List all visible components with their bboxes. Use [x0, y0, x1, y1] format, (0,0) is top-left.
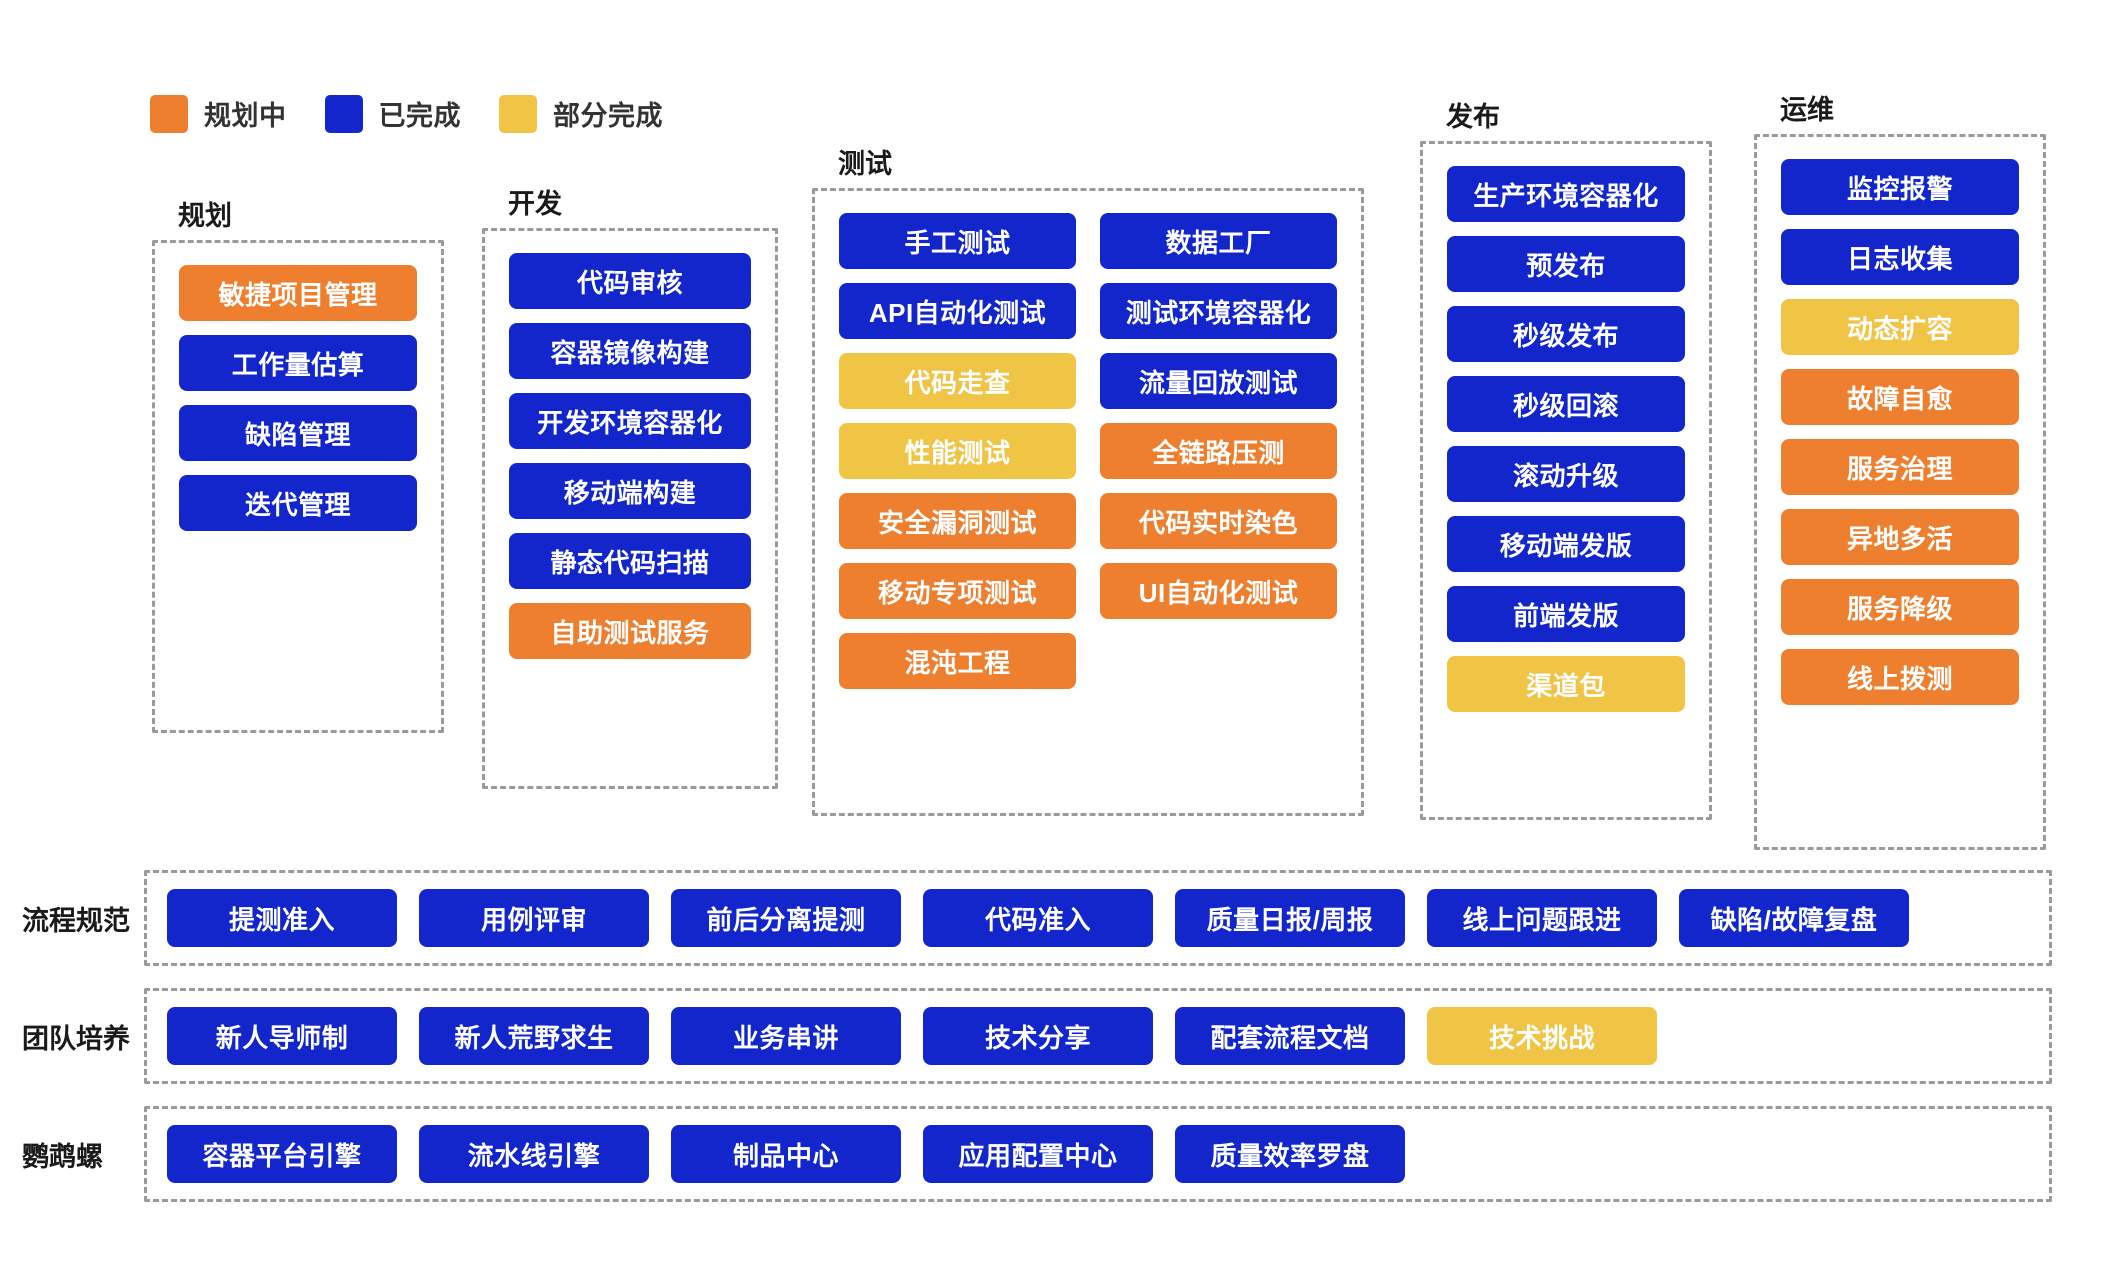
group-title-ops: 运维 — [1770, 88, 1844, 127]
capability-card[interactable]: 工作量估算 — [179, 335, 417, 391]
capability-card[interactable]: API自动化测试 — [839, 283, 1076, 339]
capability-card[interactable]: 用例评审 — [419, 889, 649, 947]
capability-card[interactable]: 生产环境容器化 — [1447, 166, 1685, 222]
row-box-nautilus: 容器平台引擎流水线引擎制品中心应用配置中心质量效率罗盘 — [144, 1106, 2052, 1202]
support-rows: 流程规范提测准入用例评审前后分离提测代码准入质量日报/周报线上问题跟进缺陷/故障… — [0, 870, 2110, 1224]
capability-card[interactable]: 日志收集 — [1781, 229, 2019, 285]
capability-card[interactable]: 容器平台引擎 — [167, 1125, 397, 1183]
capability-card[interactable]: 应用配置中心 — [923, 1125, 1153, 1183]
group-box-ops: 监控报警日志收集动态扩容故障自愈服务治理异地多活服务降级线上拨测 — [1754, 134, 2046, 850]
capability-card[interactable]: 制品中心 — [671, 1125, 901, 1183]
group-ops: 运维监控报警日志收集动态扩容故障自愈服务治理异地多活服务降级线上拨测 — [1754, 88, 2046, 850]
capability-card[interactable]: 代码走查 — [839, 353, 1076, 409]
capability-card[interactable]: 异地多活 — [1781, 509, 2019, 565]
capability-card[interactable]: 流量回放测试 — [1100, 353, 1337, 409]
capability-card[interactable]: 混沌工程 — [839, 633, 1076, 689]
capability-card[interactable]: 移动专项测试 — [839, 563, 1076, 619]
capability-card[interactable]: 自助测试服务 — [509, 603, 751, 659]
row-label-team: 团队培养 — [22, 1023, 130, 1054]
capability-card[interactable]: 动态扩容 — [1781, 299, 2019, 355]
capability-card[interactable]: 质量日报/周报 — [1175, 889, 1405, 947]
group-title-dev: 开发 — [498, 182, 572, 221]
row-box-team: 新人导师制新人荒野求生业务串讲技术分享配套流程文档技术挑战 — [144, 988, 2052, 1084]
legend-swatch-planned — [150, 94, 188, 133]
capability-card[interactable]: 提测准入 — [167, 889, 397, 947]
capability-card[interactable]: 滚动升级 — [1447, 446, 1685, 502]
group-column: 手工测试 API自动化测试代码走查性能测试安全漏洞测试移动专项测试混沌工程 — [839, 213, 1076, 689]
capability-card[interactable]: 服务治理 — [1781, 439, 2019, 495]
group-dev: 开发代码审核容器镜像构建开发环境容器化移动端构建静态代码扫描自助测试服务 — [482, 182, 778, 789]
support-row-nautilus: 鹦鹉螺 容器平台引擎流水线引擎制品中心应用配置中心质量效率罗盘 — [0, 1106, 2110, 1202]
capability-card[interactable]: 容器镜像构建 — [509, 323, 751, 379]
legend-label: 已完成 — [378, 101, 461, 131]
group-box-plan: 敏捷项目管理工作量估算缺陷管理迭代管理 — [152, 240, 444, 733]
capability-card[interactable]: 服务降级 — [1781, 579, 2019, 635]
capability-card[interactable]: 代码审核 — [509, 253, 751, 309]
capability-card[interactable]: 代码准入 — [923, 889, 1153, 947]
group-title-plan: 规划 — [168, 194, 242, 233]
group-box-dev: 代码审核容器镜像构建开发环境容器化移动端构建静态代码扫描自助测试服务 — [482, 228, 778, 789]
row-label-nautilus: 鹦鹉螺 — [22, 1141, 103, 1172]
group-columns: 监控报警日志收集动态扩容故障自愈服务治理异地多活服务降级线上拨测 — [1781, 159, 2019, 705]
row-label-process: 流程规范 — [22, 905, 130, 936]
capability-card[interactable]: 静态代码扫描 — [509, 533, 751, 589]
capability-card[interactable]: 质量效率罗盘 — [1175, 1125, 1405, 1183]
capability-card[interactable]: 全链路压测 — [1100, 423, 1337, 479]
support-row-process: 流程规范提测准入用例评审前后分离提测代码准入质量日报/周报线上问题跟进缺陷/故障… — [0, 870, 2110, 966]
legend-label: 规划中 — [204, 101, 287, 131]
legend-item-planned: 规划中 — [150, 94, 287, 133]
group-plan: 规划敏捷项目管理工作量估算缺陷管理迭代管理 — [152, 194, 444, 733]
capability-card[interactable]: 监控报警 — [1781, 159, 2019, 215]
capability-card[interactable]: 技术分享 — [923, 1007, 1153, 1065]
legend-swatch-partial — [499, 94, 537, 133]
group-title-test: 测试 — [828, 142, 902, 181]
group-release: 发布生产环境容器化预发布秒级发布秒级回滚滚动升级移动端发版前端发版渠道包 — [1420, 95, 1712, 820]
group-columns: 生产环境容器化预发布秒级发布秒级回滚滚动升级移动端发版前端发版渠道包 — [1447, 166, 1685, 712]
legend-item-done: 已完成 — [324, 94, 462, 133]
legend-item-partial: 部分完成 — [499, 94, 663, 133]
legend-swatch-done — [324, 94, 363, 133]
capability-card[interactable]: 缺陷管理 — [179, 405, 417, 461]
capability-card[interactable]: 流水线引擎 — [419, 1125, 649, 1183]
capability-card[interactable]: 渠道包 — [1447, 656, 1685, 712]
capability-card[interactable]: 性能测试 — [839, 423, 1076, 479]
support-row-team: 团队培养新人导师制新人荒野求生业务串讲技术分享配套流程文档技术挑战 — [0, 988, 2110, 1084]
capability-card[interactable]: 线上拨测 — [1781, 649, 2019, 705]
capability-card[interactable]: 线上问题跟进 — [1427, 889, 1657, 947]
capability-card[interactable]: 缺陷/故障复盘 — [1679, 889, 1909, 947]
group-columns: 代码审核容器镜像构建开发环境容器化移动端构建静态代码扫描自助测试服务 — [509, 253, 751, 659]
capability-card[interactable]: 数据工厂 — [1100, 213, 1337, 269]
capability-card[interactable]: 故障自愈 — [1781, 369, 2019, 425]
legend-label: 部分完成 — [553, 101, 663, 131]
capability-card[interactable]: 代码实时染色 — [1100, 493, 1337, 549]
capability-card[interactable]: 秒级回滚 — [1447, 376, 1685, 432]
capability-card[interactable]: 配套流程文档 — [1175, 1007, 1405, 1065]
capability-card[interactable]: 手工测试 — [839, 213, 1076, 269]
capability-card[interactable]: 迭代管理 — [179, 475, 417, 531]
capability-card[interactable]: 前端发版 — [1447, 586, 1685, 642]
capability-card[interactable]: 秒级发布 — [1447, 306, 1685, 362]
capability-card[interactable]: 移动端构建 — [509, 463, 751, 519]
row-box-process: 提测准入用例评审前后分离提测代码准入质量日报/周报线上问题跟进缺陷/故障复盘 — [144, 870, 2052, 966]
capability-card[interactable]: 新人荒野求生 — [419, 1007, 649, 1065]
capability-card[interactable]: UI自动化测试 — [1100, 563, 1337, 619]
group-column: 数据工厂测试环境容器化流量回放测试全链路压测代码实时染色 UI自动化测试 — [1100, 213, 1337, 689]
capability-card[interactable]: 前后分离提测 — [671, 889, 901, 947]
capability-card[interactable]: 测试环境容器化 — [1100, 283, 1337, 339]
status-legend: 规划中 已完成 部分完成 — [150, 94, 663, 133]
capability-card[interactable]: 移动端发版 — [1447, 516, 1685, 572]
capability-card[interactable]: 敏捷项目管理 — [179, 265, 417, 321]
group-columns: 敏捷项目管理工作量估算缺陷管理迭代管理 — [179, 265, 417, 531]
capability-card[interactable]: 业务串讲 — [671, 1007, 901, 1065]
capability-card[interactable]: 新人导师制 — [167, 1007, 397, 1065]
group-title-release: 发布 — [1436, 95, 1510, 134]
capability-card[interactable]: 安全漏洞测试 — [839, 493, 1076, 549]
capability-card[interactable]: 开发环境容器化 — [509, 393, 751, 449]
capability-card[interactable]: 技术挑战 — [1427, 1007, 1657, 1065]
capability-card[interactable]: 预发布 — [1447, 236, 1685, 292]
group-box-release: 生产环境容器化预发布秒级发布秒级回滚滚动升级移动端发版前端发版渠道包 — [1420, 141, 1712, 820]
